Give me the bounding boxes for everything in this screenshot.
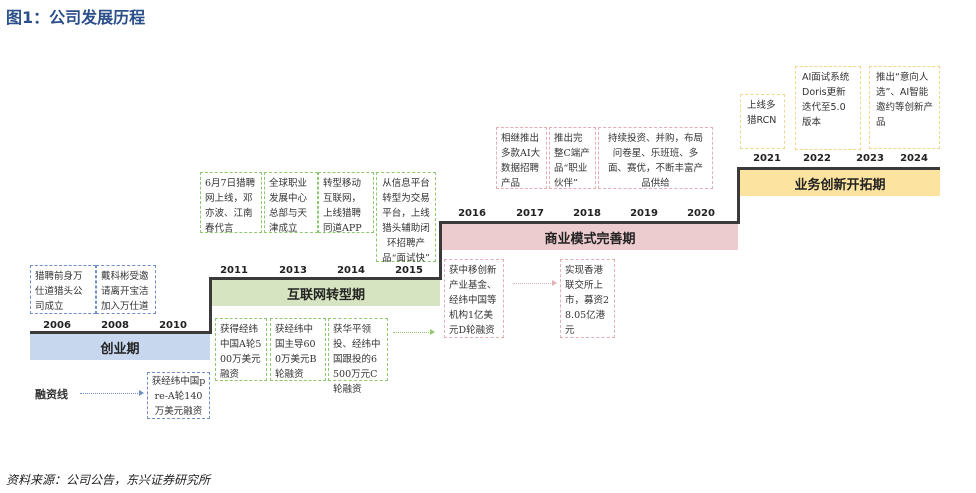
year-label: 2017: [516, 208, 544, 219]
stage-band-startup: 创业期: [30, 334, 210, 360]
financing-box: 获中移创新产业基金、经纬中国等机构1亿美元D轮融资: [444, 259, 504, 338]
year-label: 2013: [279, 265, 307, 276]
year-label: 2019: [630, 208, 658, 219]
timeline-step: [439, 221, 442, 280]
financing-box: 获得经纬中国A轮500万美元融资: [215, 318, 267, 381]
year-label: 2020: [687, 208, 715, 219]
year-label: 2016: [458, 208, 486, 219]
financing-box: 获华平领投、经纬中国跟投的6500万元C轮融资: [328, 318, 388, 395]
year-label: 2008: [101, 320, 129, 331]
source-note: 资料来源：公司公告，东兴证券研究所: [6, 473, 211, 487]
year-label: 2015: [395, 265, 423, 276]
stage-band-business-model: 商业模式完善期: [442, 224, 738, 250]
event-box: 猎聘前身万仕道猎头公司成立: [30, 265, 96, 314]
financing-box: 实现香港联交所上市，募资28.05亿港元: [560, 259, 615, 338]
stage-band-internet: 互联网转型期: [212, 280, 440, 306]
financing-arrow: [80, 389, 144, 396]
event-box: 从信息平台转型为交易平台，上线猎头辅助闭环招聘产品“面试快”: [376, 172, 436, 264]
event-box: 上线多猎RCN: [740, 94, 785, 149]
financing-line-label: 融资线: [35, 388, 68, 401]
timeline-step: [737, 167, 740, 224]
financing-arrow: [513, 279, 557, 286]
event-box: AI面试系统Doris更新迭代至5.0版本: [795, 66, 861, 150]
financing-box: 获经纬中国pre-A轮140万美元融资: [147, 372, 210, 419]
event-box: 持续投资、并购，布局问卷星、乐班班、多面、赛优，不断丰富产品供给: [598, 127, 713, 189]
event-box: 转型移动互联网，上线猎聘同道APP: [318, 172, 374, 234]
financing-box: 获经纬中国主导600万美元B轮融资: [270, 318, 326, 381]
year-label: 2014: [337, 265, 365, 276]
year-label: 2006: [43, 320, 71, 331]
timeline-step: [737, 167, 940, 170]
event-box: 全球职业发展中心总部与天津成立: [264, 172, 318, 234]
event-box: 戴科彬受邀请离开宝洁加入万仕道: [96, 265, 156, 314]
year-label: 2010: [159, 320, 187, 331]
financing-arrow: [393, 328, 435, 335]
year-label: 2021: [753, 153, 781, 164]
year-label: 2011: [220, 265, 248, 276]
year-label: 2024: [900, 153, 928, 164]
year-label: 2023: [856, 153, 884, 164]
year-label: 2018: [573, 208, 601, 219]
timeline-step: [439, 221, 740, 224]
figure-title: 图1：公司发展历程: [6, 8, 146, 27]
stage-band-innovation: 业务创新开拓期: [740, 170, 940, 196]
event-box: 相继推出多款AI大数据招聘产品: [496, 127, 547, 189]
event-box: 6月7日猎聘网上线，邓亦波、江南春代言: [200, 172, 262, 234]
timeline-step: [30, 331, 212, 334]
event-box: 推出完整C端产品“职业伙伴”: [549, 127, 596, 189]
year-label: 2022: [803, 153, 831, 164]
timeline-step: [209, 277, 212, 334]
timeline-step: [209, 277, 442, 280]
event-box: 推出“意向人选”、AI智能邀约等创新产品: [869, 66, 940, 149]
